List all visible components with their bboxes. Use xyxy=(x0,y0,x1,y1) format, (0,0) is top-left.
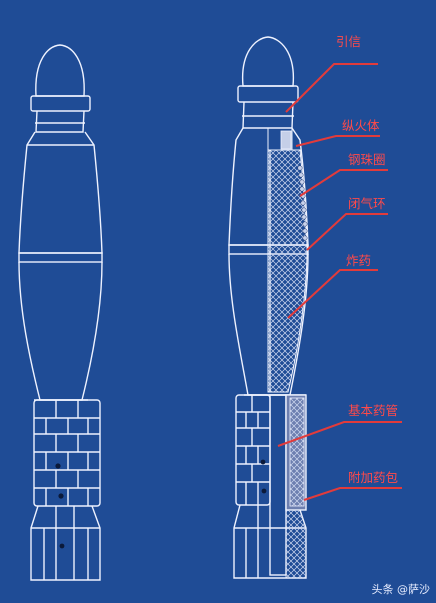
exterior-vent-holes xyxy=(55,463,65,549)
label-auxiliary-charge: 附加药包 xyxy=(348,470,399,485)
leader-explosive xyxy=(287,269,378,319)
label-explosive: 炸药 xyxy=(346,253,372,268)
auxiliary-charge-hatch xyxy=(289,397,305,507)
label-igniter: 纵火体 xyxy=(342,118,380,133)
fin-cut-hatch xyxy=(285,509,307,579)
leader-auxiliary-charge xyxy=(303,487,402,501)
exterior-body-upper xyxy=(18,131,103,254)
exterior-bourrelet xyxy=(18,252,103,263)
primary-charge-tube xyxy=(269,394,287,576)
watermark: 头条 @萨沙 xyxy=(371,583,431,596)
exterior-fuze-band xyxy=(30,95,91,112)
cutaway-vent-holes xyxy=(260,459,267,494)
leader-igniter xyxy=(295,135,380,147)
cutaway-fuze-band xyxy=(237,85,299,103)
explosive-fill xyxy=(267,149,308,393)
fuze-cut xyxy=(267,127,293,151)
cutaway-fuze-nose xyxy=(241,36,295,87)
label-obturator-ring: 闭气环 xyxy=(348,196,386,211)
steel-ball-ring xyxy=(297,165,308,241)
leader-primary-charge-tube xyxy=(277,421,402,447)
exterior-fuze-nose xyxy=(35,44,85,97)
leader-fuze xyxy=(285,63,378,113)
leader-steel-ball-ring xyxy=(299,169,388,197)
exterior-body-lower xyxy=(18,261,103,401)
leader-lines xyxy=(277,63,402,501)
exterior-charge-pack xyxy=(33,399,101,507)
shell-exterior xyxy=(18,44,103,581)
label-fuze: 引信 xyxy=(336,34,362,49)
label-steel-ball-ring: 钢珠圈 xyxy=(348,152,386,167)
label-primary-charge-tube: 基本药管 xyxy=(348,403,399,418)
exterior-tail-fins xyxy=(30,505,101,581)
leader-obturator-ring xyxy=(306,213,388,251)
